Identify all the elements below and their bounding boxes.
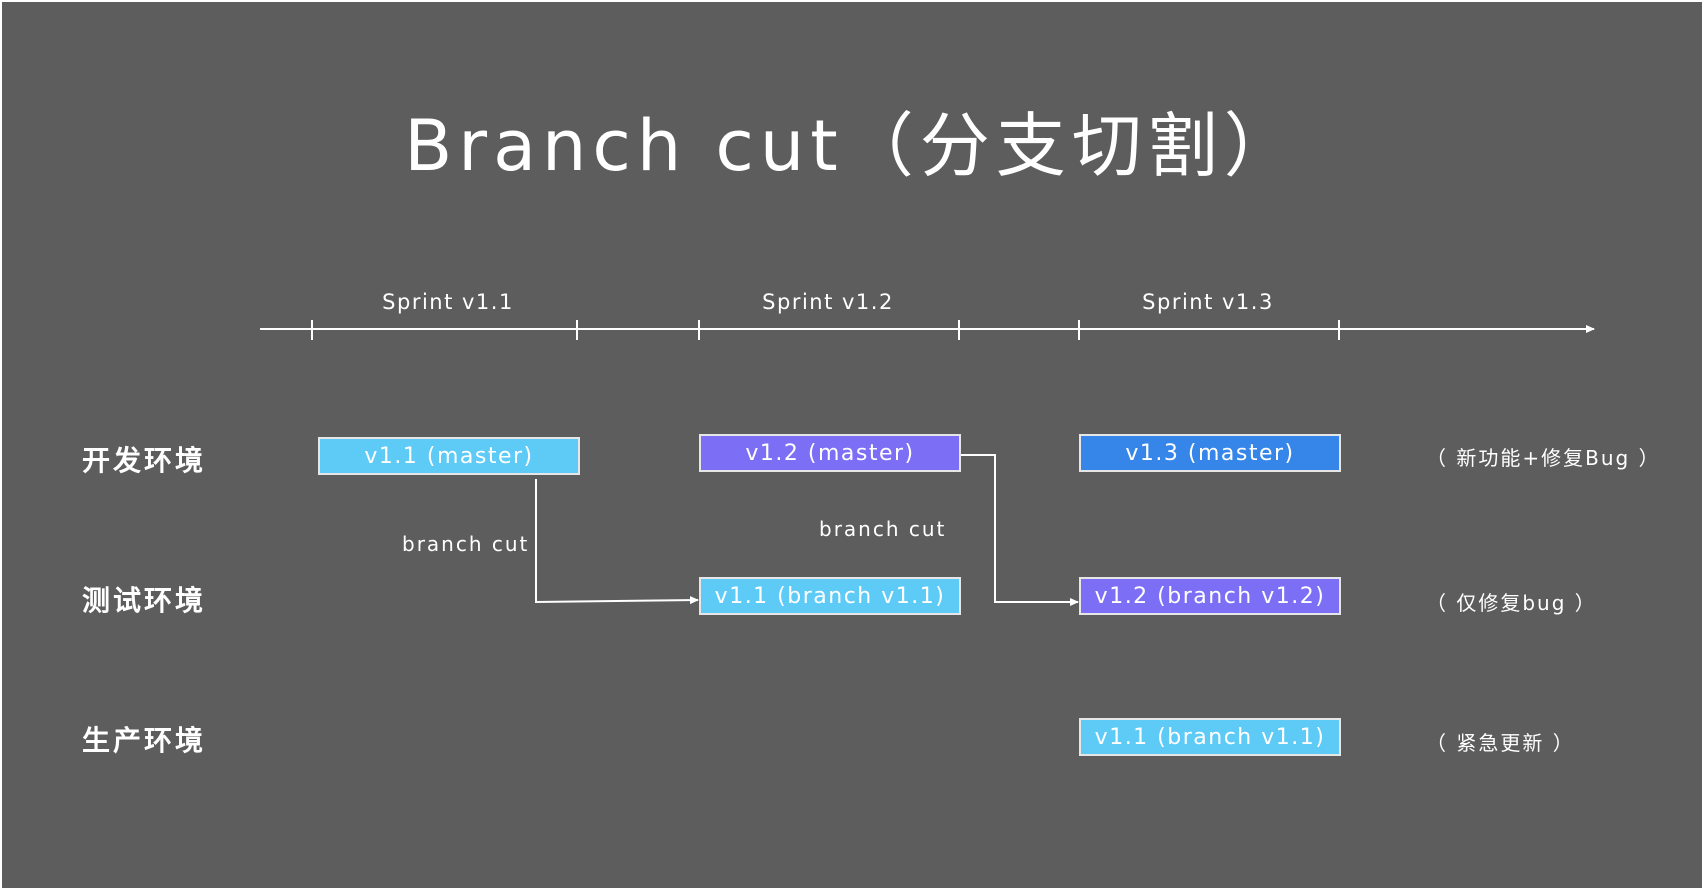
box-dev-v12-master: v1.2 (master) [699,434,961,472]
box-test-v12-branch: v1.2 (branch v1.2) [1079,577,1341,615]
box-prod-v11-branch: v1.1 (branch v1.1) [1079,718,1341,756]
note-test: （ 仅修复bug ） [1426,591,1597,615]
box-test-v11-branch: v1.1 (branch v1.1) [699,577,961,615]
page-title: Branch cut（分支切割） [404,105,1300,187]
env-label-test: 测试环境 [82,584,207,617]
branch-cut-connector-1 [535,479,699,605]
branch-cut-label-2: branch cut [819,517,947,541]
note-prod: （ 紧急更新 ） [1426,731,1575,755]
env-label-prod: 生产环境 [82,724,207,757]
note-dev: （ 新功能+修复Bug ） [1426,446,1661,470]
box-dev-v13-master: v1.3 (master) [1079,434,1341,472]
branch-cut-connector-2 [959,454,1079,606]
sprint-label-v11: Sprint v1.1 [382,290,514,314]
box-dev-v11-master: v1.1 (master) [318,437,580,475]
sprint-label-v12: Sprint v1.2 [762,290,894,314]
env-label-dev: 开发环境 [82,444,207,477]
branch-cut-label-1: branch cut [402,532,530,556]
sprint-label-v13: Sprint v1.3 [1142,290,1274,314]
